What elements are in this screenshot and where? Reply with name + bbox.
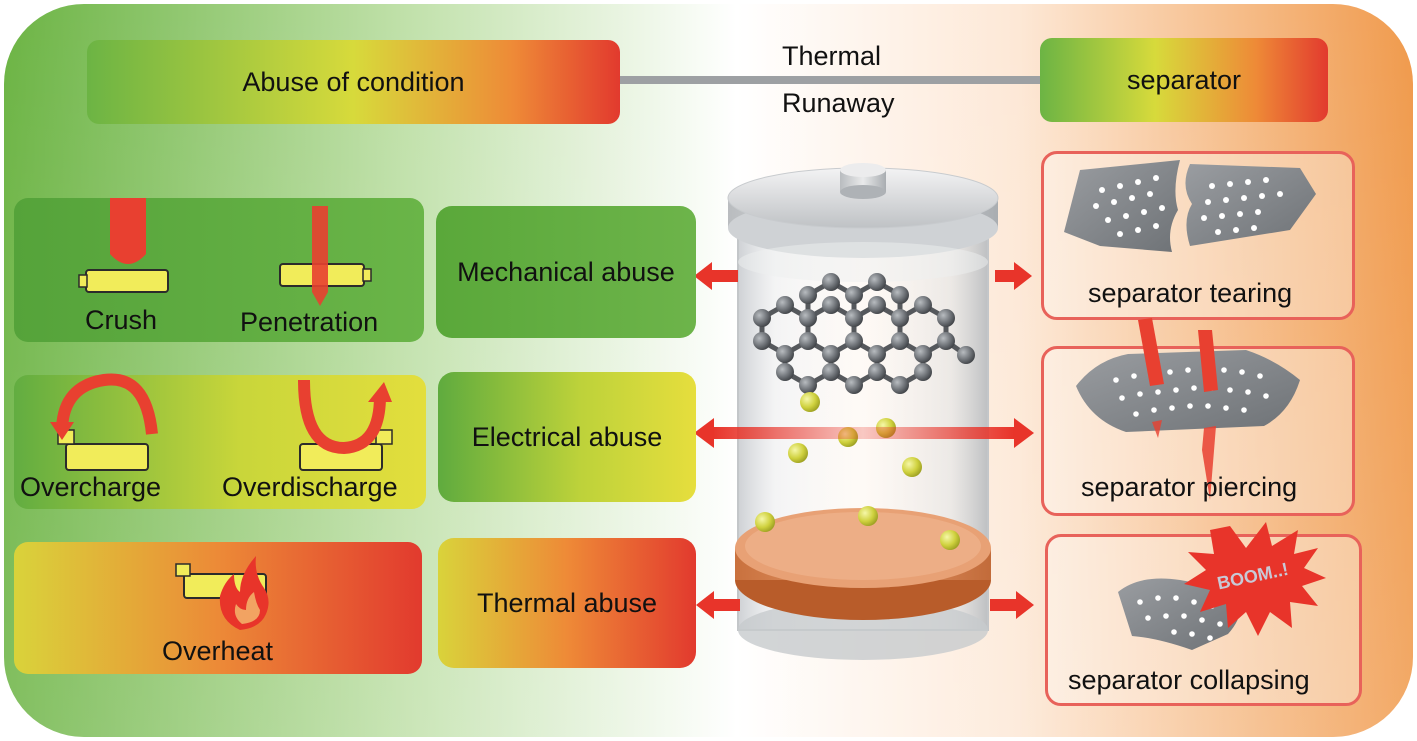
thermal-abuse-label: Thermal abuse [476, 587, 658, 618]
overheat-icon [175, 556, 269, 630]
overheat-label: Overheat [162, 636, 274, 666]
arrow-thermal [696, 591, 1034, 619]
header-left-label: Abuse of condition [242, 66, 465, 97]
thermal-runaway-label-line2: Runaway [782, 88, 895, 118]
overdischarge-icon [298, 379, 393, 471]
thermal-runaway-label-line1: Thermal [782, 41, 882, 71]
mechanical-abuse-box: Mechanical abuse [436, 206, 696, 338]
overdischarge-label: Overdischarge [222, 472, 398, 502]
thermal-conditions-panel [14, 542, 422, 674]
condition-icons [50, 198, 393, 630]
overcharge-icon [50, 373, 158, 471]
crush-label: Crush [85, 305, 158, 335]
separator-collapsing-label: separator collapsing [1068, 665, 1310, 695]
penetration-label: Penetration [240, 307, 379, 337]
electrical-abuse-box: Electrical abuse [438, 372, 696, 502]
separator-tearing-icon [1064, 160, 1316, 252]
electrical-abuse-label: Electrical abuse [471, 421, 663, 452]
overcharge-label: Overcharge [20, 472, 162, 502]
separator-collapsing-icon: BOOM..! [1118, 522, 1326, 650]
separator-illustrations: BOOM..! [1064, 160, 1326, 650]
arrow-mechanical [694, 262, 1032, 290]
crush-icon [78, 198, 169, 293]
lithium-ion-icons [755, 392, 960, 550]
penetration-icon [279, 206, 372, 306]
thermal-abuse-box: Thermal abuse [438, 538, 696, 668]
mechanical-abuse-label: Mechanical abuse [457, 256, 675, 287]
separator-piercing-icon [1076, 318, 1300, 500]
header-abuse-of-condition: Abuse of condition [87, 40, 620, 124]
header-right-label: separator [1126, 64, 1242, 95]
battery-illustration [727, 163, 999, 660]
graphene-atoms [753, 273, 975, 394]
boom-burst-icon [1184, 522, 1326, 636]
arrow-electrical [694, 418, 1034, 448]
header-separator: separator [1040, 38, 1328, 122]
separator-piercing-label: separator piercing [1081, 472, 1298, 502]
separator-tearing-label: separator tearing [1088, 278, 1293, 308]
header-connector [615, 76, 1045, 84]
